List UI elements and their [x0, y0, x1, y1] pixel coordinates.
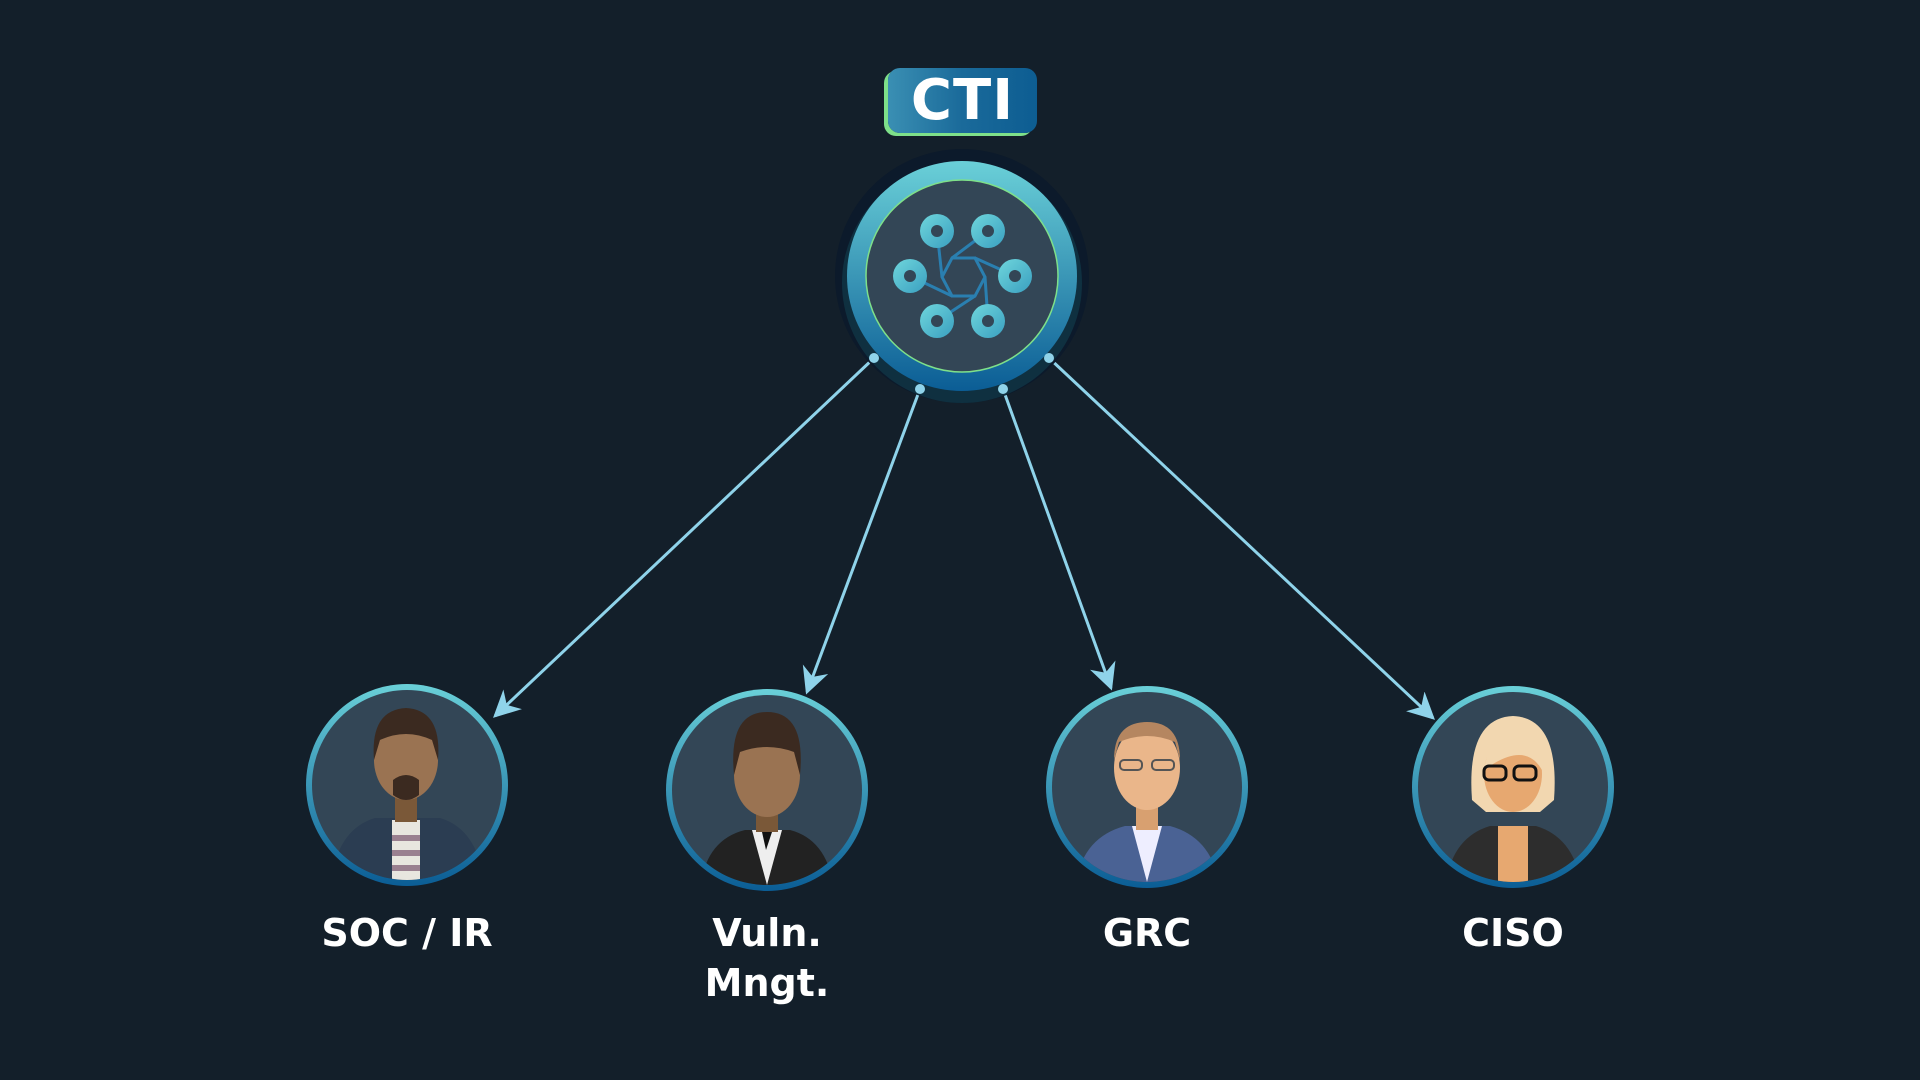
arrow-to-vuln	[802, 388, 922, 695]
role-label-ciso: CISO	[1462, 911, 1564, 955]
arrow-to-grc	[1001, 388, 1116, 691]
network-hub-icon	[893, 214, 1032, 338]
role-label-soc-ir: SOC / IR	[321, 911, 493, 955]
man-glasses-avatar	[1046, 686, 1248, 888]
role-label-grc: GRC	[1102, 911, 1192, 955]
man-beard-avatar	[306, 684, 508, 886]
arrows	[493, 356, 1435, 720]
arrow-to-soc	[493, 356, 876, 718]
role-label-vuln-line1: Vuln.	[712, 911, 822, 955]
cti-hub	[835, 149, 1089, 403]
man-suit-avatar	[666, 689, 868, 891]
arrow-to-ciso	[1047, 356, 1435, 720]
role-label-vuln-line2: Mngt.	[704, 961, 830, 1005]
woman-glasses-avatar	[1412, 686, 1614, 888]
cti-badge: CTI	[888, 68, 1037, 133]
